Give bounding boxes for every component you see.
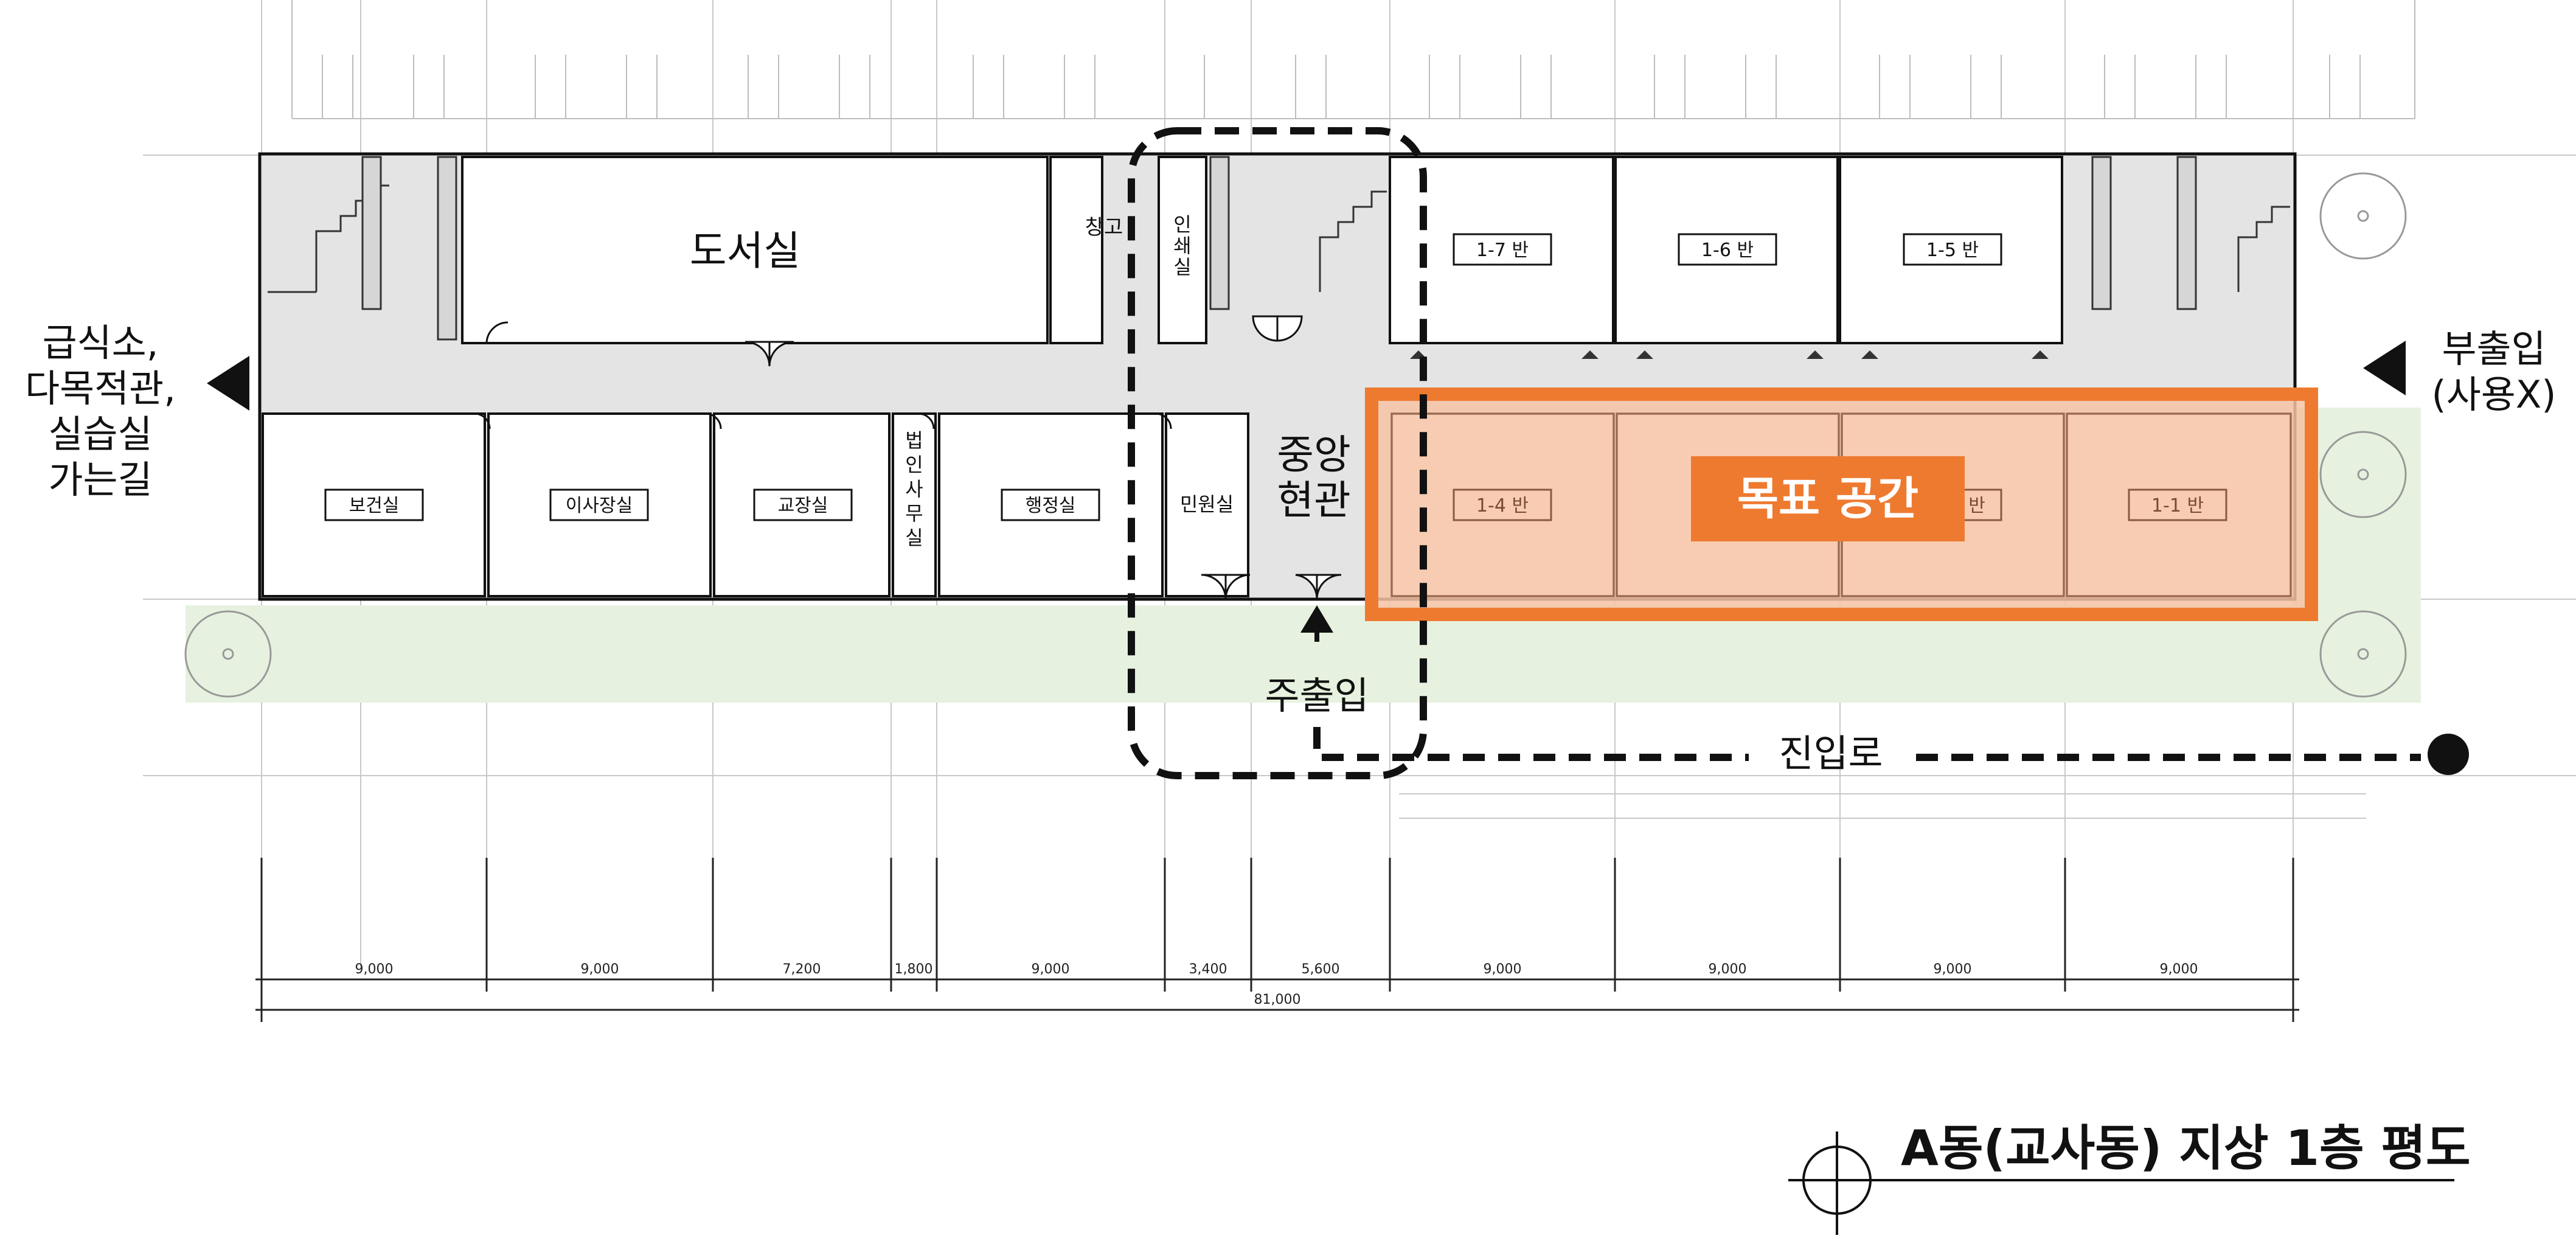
director-room [487,412,712,597]
svg-text:1-6 반: 1-6 반 [1701,240,1754,261]
svg-text:반: 반 [1968,495,1985,516]
svg-text:행정실: 행정실 [1026,495,1076,516]
green-strip-bottom [186,605,2421,703]
health-tag: 보건실 [324,488,424,521]
svg-text:목표 공간: 목표 공간 [1737,473,1918,525]
top-fence [291,0,2415,119]
svg-text:1-5 반: 1-5 반 [1926,240,1979,261]
svg-text:(사용X): (사용X) [2432,372,2557,417]
left-direction-arrow [207,356,249,411]
admin-tag: 행정실 [1001,488,1100,521]
svg-text:1-4 반: 1-4 반 [1476,495,1529,516]
svg-text:법: 법 [905,429,923,452]
svg-text:9,000: 9,000 [581,962,619,977]
svg-text:보건실: 보건실 [349,495,400,516]
svg-text:A동(교사동) 지상 1층 평도: A동(교사동) 지상 1층 평도 [1901,1120,2471,1177]
svg-text:실: 실 [1173,255,1191,279]
left-direction-label: 급식소, 다목적관, 실습실 가는길 [25,321,176,502]
svg-text:교장실: 교장실 [778,495,828,516]
approach-label: 진입로 [1779,731,1883,776]
director-tag: 이사장실 [549,488,649,521]
class-1-6-tag: 1-6 반 [1678,233,1777,266]
svg-text:1-1 반: 1-1 반 [2151,495,2204,516]
stair-toilet-details [268,156,2290,341]
library-label: 도서실 [690,228,800,274]
svg-text:5,600: 5,600 [1302,962,1340,977]
corp-office-room [892,412,937,597]
main-entrance-label: 주출입 [1265,673,1369,718]
print-room-label: 인 쇄 실 [1173,213,1191,279]
dimension-values: 9,000 9,000 7,200 1,800 9,000 3,400 5,60… [355,962,2198,1007]
svg-text:81,000: 81,000 [1254,992,1301,1007]
door-markers [1410,350,2049,359]
drawing-title: A동(교사동) 지상 1층 평도 [1788,1120,2471,1235]
doors [474,315,1342,600]
side-entrance-arrow [2363,341,2406,395]
svg-text:9,000: 9,000 [1934,962,1972,977]
svg-text:이사장실: 이사장실 [566,495,633,516]
tree-symbols [184,172,2407,698]
svg-text:인: 인 [1173,213,1191,236]
corp-office-label: 법 인 사 무 실 [905,429,923,549]
svg-text:가는길: 가는길 [48,457,152,502]
svg-text:부출입: 부출입 [2442,327,2546,371]
svg-text:9,000: 9,000 [2160,962,2198,977]
svg-text:실습실: 실습실 [48,412,152,456]
top-rooms [461,156,2063,344]
dimension-lines [255,858,2299,1022]
class-1-2-tag: 반 [1951,488,2002,521]
print-room [1158,156,1207,344]
target-area-frame [1365,388,2318,621]
svg-text:사: 사 [905,478,923,501]
svg-text:중앙: 중앙 [1277,431,1350,478]
svg-text:인: 인 [905,453,923,476]
class-1-1-tag: 1-1 반 [2128,488,2227,521]
svg-text:쇄: 쇄 [1173,234,1191,257]
svg-text:3,400: 3,400 [1189,962,1227,977]
svg-text:급식소,: 급식소, [43,321,159,365]
svg-text:1-7 반: 1-7 반 [1476,240,1529,261]
civil-room [1165,412,1249,597]
svg-text:무: 무 [905,502,923,525]
lobby-label: 중앙 현관 [1277,431,1350,524]
class-1-5-tag: 1-5 반 [1903,233,2002,266]
lobby-focus-outline [1128,127,1427,779]
svg-text:9,000: 9,000 [355,962,394,977]
svg-text:7,200: 7,200 [783,962,821,977]
storage-room [1049,156,1103,344]
storage-label: 창고 [1085,215,1123,240]
svg-text:실: 실 [905,526,923,549]
civil-label: 민원실 [1180,493,1234,516]
svg-text:9,000: 9,000 [1484,962,1522,977]
approach-path [1313,727,1749,761]
svg-text:9,000: 9,000 [1032,962,1070,977]
svg-text:다목적관,: 다목적관, [25,366,176,411]
library-room [461,156,1049,344]
main-entrance-arrow [1300,605,1333,633]
class-1-4-tag: 1-4 반 [1453,488,1552,521]
principal-tag: 교장실 [753,488,853,521]
class-1-7-tag: 1-7 반 [1453,233,1552,266]
target-label-badge: 목표 공간 [1691,456,1965,541]
svg-text:9,000: 9,000 [1709,962,1747,977]
approach-start-dot [2428,734,2469,775]
side-entrance-label: 부출입 (사용X) [2432,327,2557,417]
svg-text:현관: 현관 [1277,477,1350,524]
svg-text:1,800: 1,800 [895,962,933,977]
